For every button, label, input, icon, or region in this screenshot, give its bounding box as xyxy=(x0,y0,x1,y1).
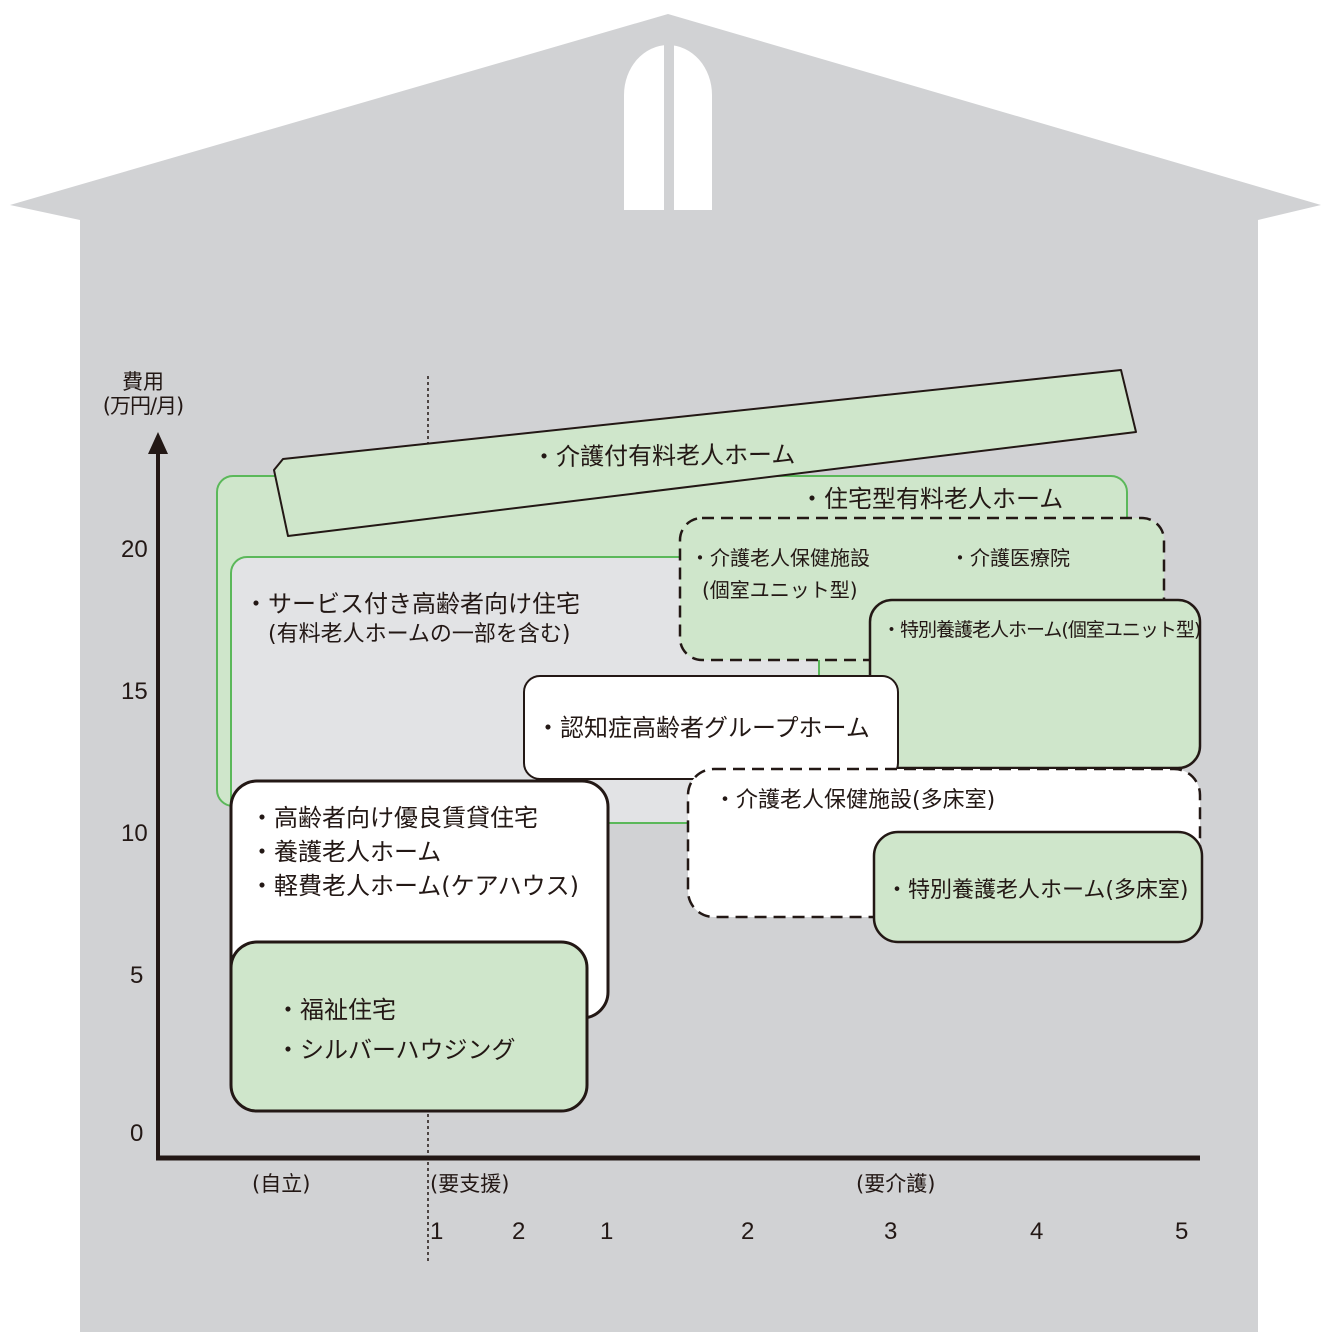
roken-unit-label-2: (個室ユニット型) xyxy=(702,578,858,602)
fukushi-label-2: ・シルバーハウジング xyxy=(276,1036,516,1064)
y-axis-label-line2: (万円/月) xyxy=(102,394,184,419)
group-home-label: ・認知症高齢者グループホーム xyxy=(536,714,870,742)
y-tick-20: 20 xyxy=(121,536,148,563)
y-tick-0: 0 xyxy=(130,1120,144,1147)
roken-tashou-label: ・介護老人保健施設(多床室) xyxy=(714,788,996,813)
service-jutaku-label-2: (有料老人ホームの一部を含む) xyxy=(268,622,571,647)
fukushi-label-1: ・福祉住宅 xyxy=(276,996,396,1024)
fukushi-region xyxy=(229,940,589,1113)
x-level-shien2: 2 xyxy=(512,1218,526,1245)
roken-unit-label-1: ・介護老人保健施設 xyxy=(690,546,870,570)
x-group-yokaigo: (要介護) xyxy=(856,1172,936,1196)
koreisha-label-1: ・高齢者向け優良賃貸住宅 xyxy=(250,804,538,832)
kaigo-yuryo-region xyxy=(273,369,1137,537)
x-group-jiritsu: (自立) xyxy=(252,1172,311,1196)
x-group-yoshien: (要支援) xyxy=(430,1172,510,1196)
tokuyo-tashou-region xyxy=(872,830,1204,944)
x-level-kaigo3: 3 xyxy=(884,1218,898,1245)
iryoin-label: ・介護医療院 xyxy=(950,546,1070,570)
y-tick-10: 10 xyxy=(121,820,148,847)
tokuyo-tashou-label: ・特別養護老人ホーム(多床室) xyxy=(886,878,1189,903)
koreisha-label-3: ・軽費老人ホーム(ケアハウス) xyxy=(250,872,580,900)
y-tick-5: 5 xyxy=(130,962,144,989)
service-jutaku-label-1: ・サービス付き高齢者向け住宅 xyxy=(244,590,580,618)
x-level-shien1: 1 xyxy=(430,1218,444,1245)
kaigo-yuryo-label: ・介護付有料老人ホーム xyxy=(531,440,796,472)
y-axis-arrow-icon xyxy=(148,432,168,454)
tokuyo-unit-label: ・特別養護老人ホーム(個室ユニット型) xyxy=(882,619,1201,641)
x-level-kaigo4: 4 xyxy=(1030,1218,1044,1245)
y-tick-15: 15 xyxy=(121,678,148,705)
x-level-kaigo2: 2 xyxy=(741,1218,755,1245)
y-axis-label: 費用 (万円/月) xyxy=(98,370,188,418)
x-level-kaigo1: 1 xyxy=(600,1218,614,1245)
jutaku-yuryo-label: ・住宅型有料老人ホーム xyxy=(800,485,1064,513)
x-level-kaigo5: 5 xyxy=(1175,1218,1189,1245)
koreisha-label-2: ・養護老人ホーム xyxy=(250,838,442,866)
y-axis-label-line1: 費用 xyxy=(122,370,164,394)
